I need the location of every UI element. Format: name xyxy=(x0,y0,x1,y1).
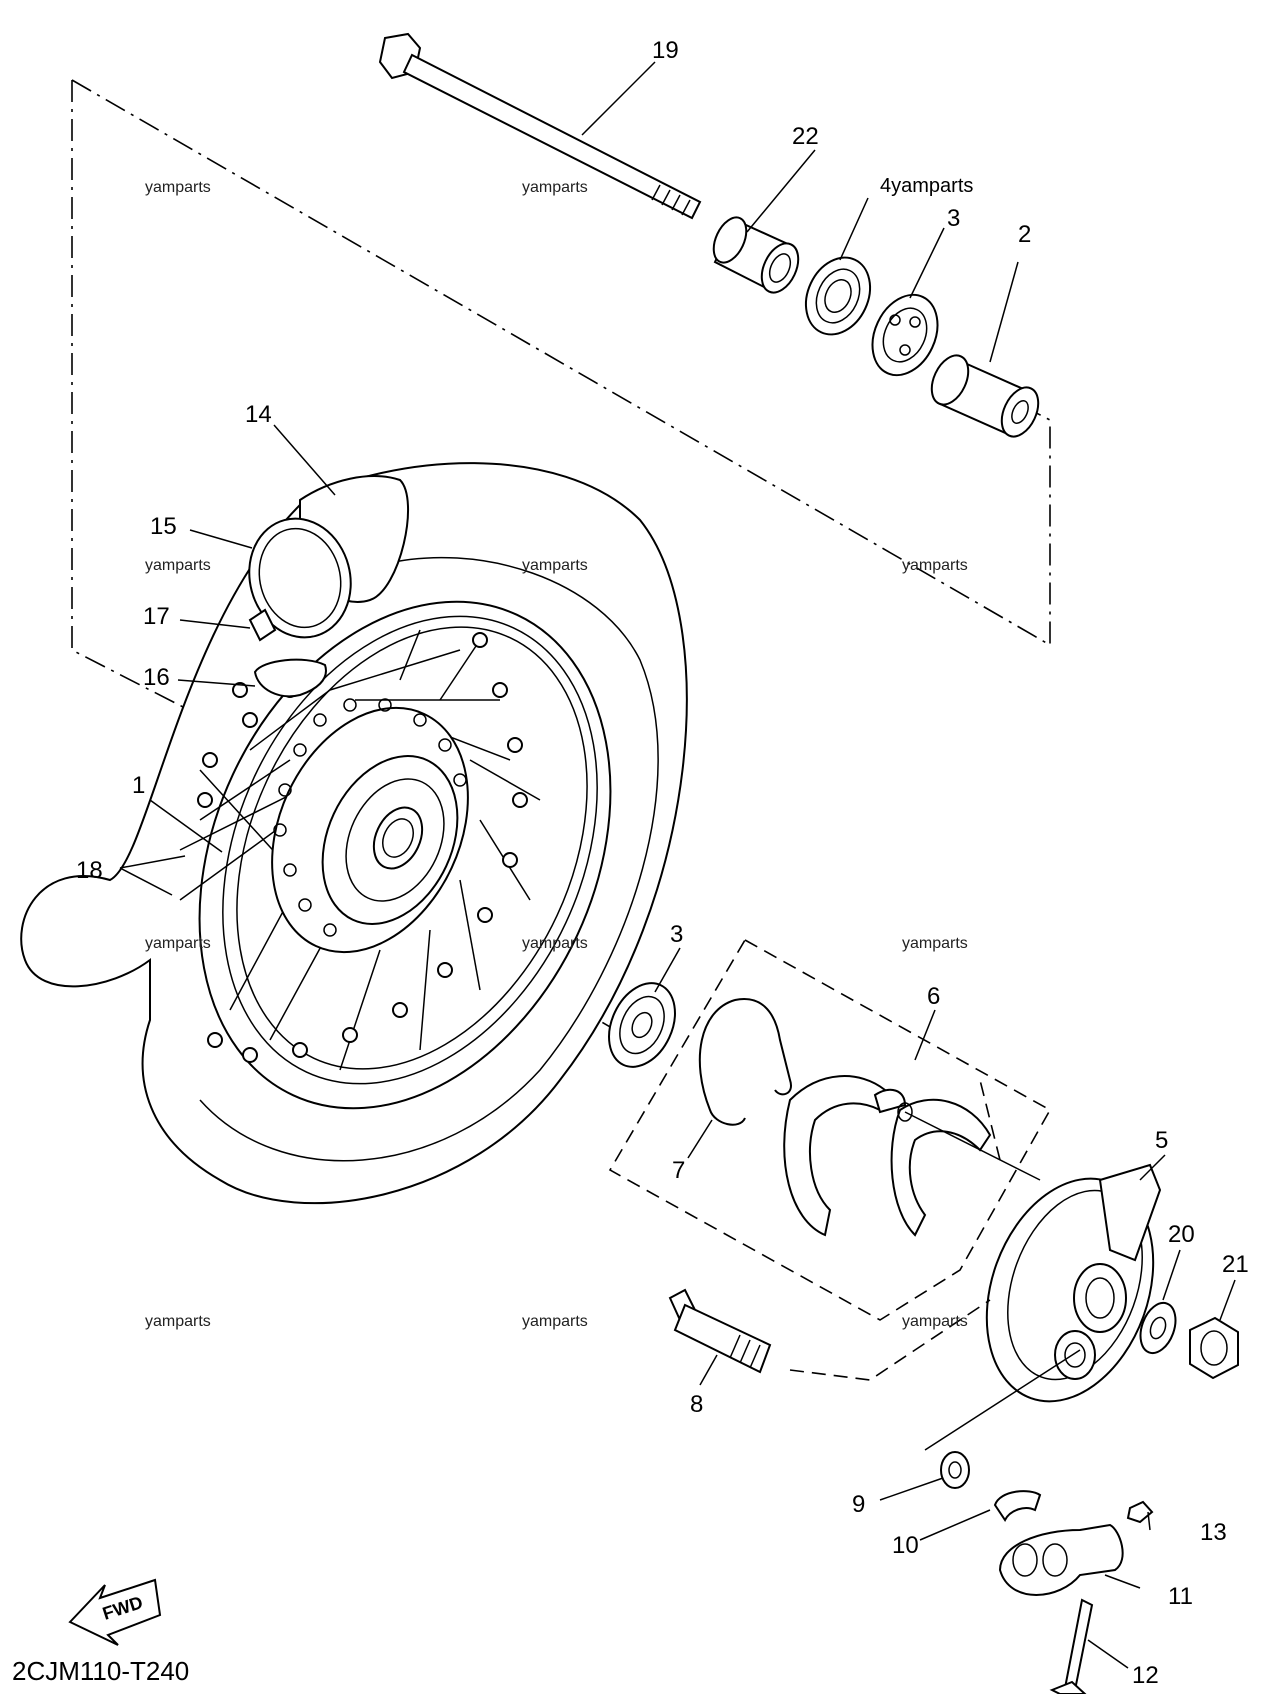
watermark: yamparts xyxy=(522,179,588,196)
part-label-3-lower: 3 xyxy=(670,921,683,948)
wheel-assembly xyxy=(20,462,688,1205)
bearing-upper xyxy=(871,293,939,377)
brake-lever-assembly xyxy=(998,1500,1154,1694)
part-label-2: 2 xyxy=(1018,221,1031,248)
axle-bolt xyxy=(378,32,702,220)
watermark: yamparts xyxy=(902,1313,968,1330)
part-label-3-upper: 3 xyxy=(947,205,960,232)
spacer xyxy=(930,354,1040,438)
watermark: yamparts xyxy=(902,935,968,952)
part-label-13: 13 xyxy=(1200,1519,1227,1546)
watermark: yamparts xyxy=(522,557,588,574)
watermark: yamparts xyxy=(145,1313,211,1330)
brake-shoes xyxy=(783,1075,1041,1237)
part-label-10: 10 xyxy=(892,1532,919,1559)
part-label-14: 14 xyxy=(245,401,272,428)
watermark: yamparts xyxy=(145,557,211,574)
watermark: yamparts xyxy=(522,935,588,952)
watermarks: yamparts yamparts 4yamparts yamparts yam… xyxy=(145,175,973,1330)
watermark: yamparts xyxy=(902,557,968,574)
part-label-12: 12 xyxy=(1132,1662,1159,1689)
part-label-17: 17 xyxy=(143,603,170,630)
part-label-11: 11 xyxy=(1168,1583,1193,1610)
brake-spring xyxy=(698,998,792,1126)
brake-panel xyxy=(985,1163,1162,1403)
part-label-18: 18 xyxy=(76,857,103,884)
part-label-20: 20 xyxy=(1168,1221,1195,1248)
collar xyxy=(712,216,800,294)
part-label-6: 6 xyxy=(927,983,940,1010)
part-label-8: 8 xyxy=(690,1391,703,1418)
part-label-1: 1 xyxy=(132,772,145,799)
washer-and-nut xyxy=(1139,1301,1239,1380)
oil-seal xyxy=(804,256,872,336)
part-label-19: 19 xyxy=(652,37,679,64)
brake-camshaft xyxy=(668,1288,991,1381)
watermark: yamparts xyxy=(522,1313,588,1330)
part-number-labels: 19 22 3 2 14 15 17 16 1 18 3 6 7 5 20 21… xyxy=(76,37,1249,1689)
seal-and-indicator xyxy=(924,1349,1081,1522)
part-label-15: 15 xyxy=(150,513,177,540)
watermark-with-part-4: 4yamparts xyxy=(880,175,973,197)
part-label-16: 16 xyxy=(143,664,170,691)
part-label-7: 7 xyxy=(672,1157,685,1184)
valve-parts xyxy=(248,608,327,698)
part-label-5: 5 xyxy=(1155,1127,1168,1154)
part-label-22: 22 xyxy=(792,123,819,150)
diagram-code: 2CJM110-T240 xyxy=(12,1656,189,1686)
part-label-21: 21 xyxy=(1222,1251,1249,1278)
watermark: yamparts xyxy=(145,935,211,952)
tube-and-rim-band xyxy=(248,475,409,639)
fwd-arrow-icon: FWD xyxy=(68,1578,162,1646)
watermark: yamparts xyxy=(145,179,211,196)
bearing-lower xyxy=(608,982,676,1068)
leader-lines xyxy=(119,61,1236,1669)
brake-shoe-group-box xyxy=(608,938,1052,1321)
part-label-9: 9 xyxy=(852,1491,865,1518)
